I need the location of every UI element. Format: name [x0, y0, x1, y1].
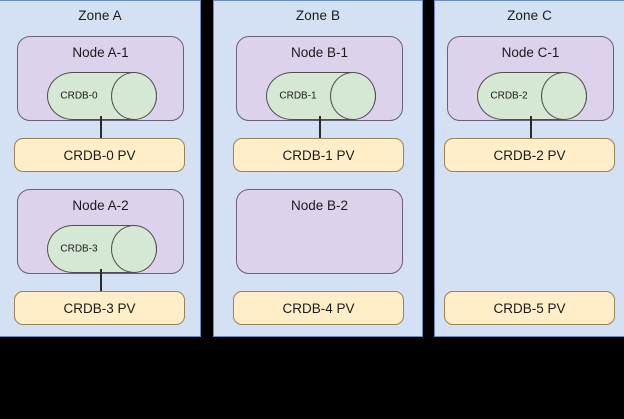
pod-label-crdb-1: CRDB-1 [279, 90, 317, 102]
pv-box-crdb-3[interactable]: CRDB-3 PV [14, 291, 185, 325]
node-title-b-1: Node B-1 [290, 45, 349, 60]
pv-label-crdb-2: CRDB-2 PV [493, 147, 566, 163]
zone-container-a[interactable]: Zone A Node A-1 CRDB-0 CRDB-0 PV Node A-… [0, 0, 201, 337]
cylinder-cap-icon [541, 72, 587, 120]
zone-container-c[interactable]: Zone C Node C-1 CRDB-2 CRDB-2 PV CRDB-5 … [434, 0, 624, 337]
node-box-c-1[interactable]: Node C-1 CRDB-2 [447, 36, 614, 121]
node-title-a-2: Node A-2 [72, 198, 129, 213]
pv-label-crdb-1: CRDB-1 PV [282, 147, 355, 163]
connector-node-c-1-to-crdb-2-pv [530, 116, 532, 138]
node-title-c-1: Node C-1 [501, 45, 560, 60]
connector-node-b-1-to-crdb-1-pv [319, 116, 321, 138]
zone-title-c: Zone C [507, 8, 552, 23]
pod-cylinder-crdb-3[interactable]: CRDB-3 [47, 225, 157, 273]
pv-label-crdb-4: CRDB-4 PV [282, 300, 355, 316]
zone-title-b: Zone B [295, 8, 341, 23]
node-box-b-2[interactable]: Node B-2 [236, 189, 403, 274]
node-box-a-2[interactable]: Node A-2 CRDB-3 [17, 189, 184, 274]
pv-box-crdb-0[interactable]: CRDB-0 PV [14, 138, 185, 172]
pv-label-crdb-3: CRDB-3 PV [63, 300, 136, 316]
cylinder-cap-icon [111, 72, 157, 120]
pv-box-crdb-4[interactable]: CRDB-4 PV [233, 291, 404, 325]
pv-box-crdb-2[interactable]: CRDB-2 PV [444, 138, 615, 172]
pv-label-crdb-5: CRDB-5 PV [493, 300, 566, 316]
pod-cylinder-crdb-2[interactable]: CRDB-2 [477, 72, 587, 120]
pod-label-crdb-0: CRDB-0 [60, 90, 98, 102]
pod-label-crdb-2: CRDB-2 [490, 90, 528, 102]
node-title-b-2: Node B-2 [290, 198, 349, 213]
cylinder-cap-icon [330, 72, 376, 120]
node-box-b-1[interactable]: Node B-1 CRDB-1 [236, 36, 403, 121]
connector-node-a-2-to-crdb-3-pv [100, 269, 102, 291]
connector-node-a-1-to-crdb-0-pv [100, 116, 102, 138]
pv-box-crdb-1[interactable]: CRDB-1 PV [233, 138, 404, 172]
pod-label-crdb-3: CRDB-3 [60, 243, 98, 255]
pod-cylinder-crdb-0[interactable]: CRDB-0 [47, 72, 157, 120]
pod-cylinder-crdb-1[interactable]: CRDB-1 [266, 72, 376, 120]
pv-box-crdb-5[interactable]: CRDB-5 PV [444, 291, 615, 325]
node-box-a-1[interactable]: Node A-1 CRDB-0 [17, 36, 184, 121]
zone-title-a: Zone A [78, 8, 122, 23]
cylinder-cap-icon [111, 225, 157, 273]
pv-label-crdb-0: CRDB-0 PV [63, 147, 136, 163]
node-title-a-1: Node A-1 [72, 45, 129, 60]
zone-container-b[interactable]: Zone B Node B-1 CRDB-1 CRDB-1 PV Node B-… [213, 0, 423, 337]
